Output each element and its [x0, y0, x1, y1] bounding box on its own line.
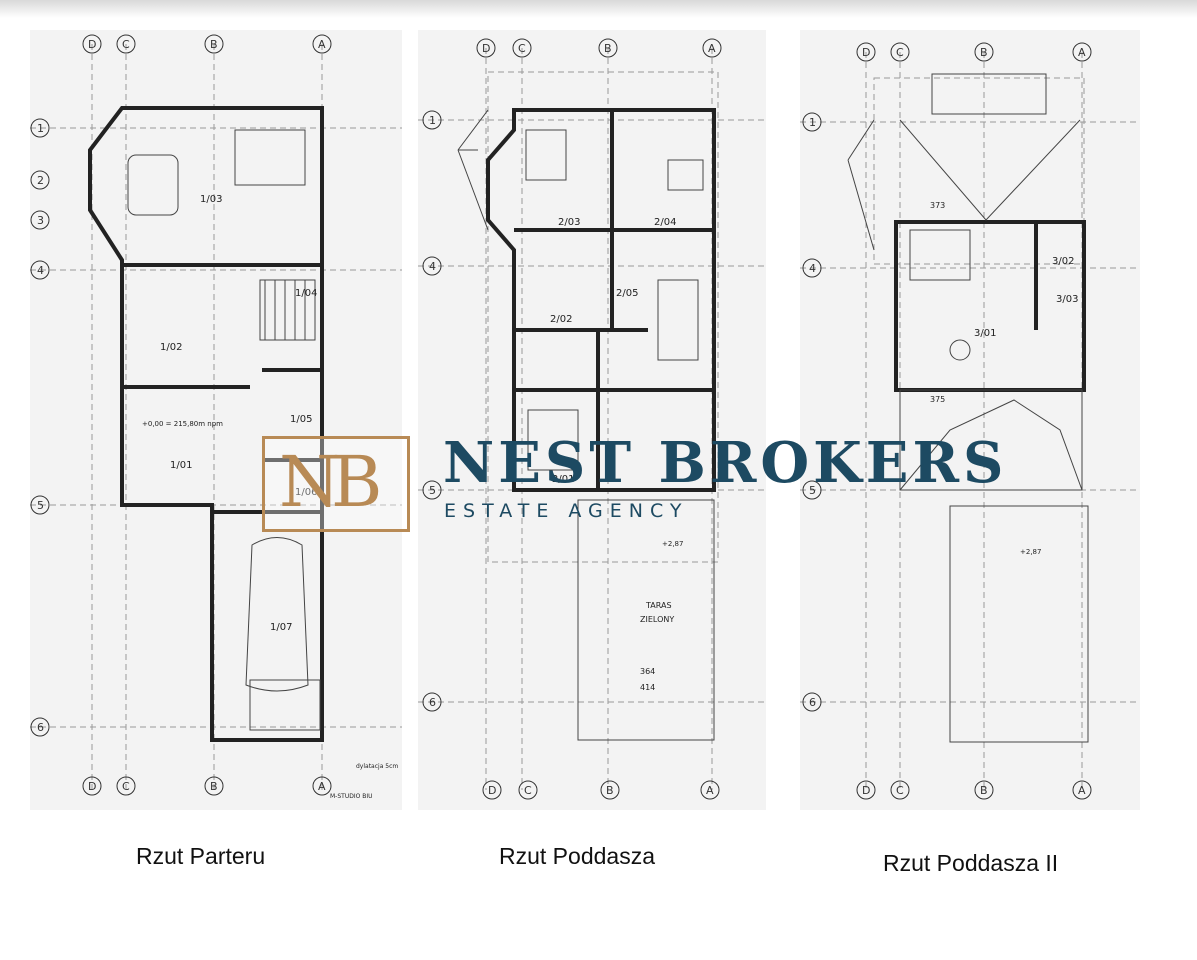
plan-note: +0,00 = 215,80m npm: [142, 420, 223, 428]
axis-label: C: [122, 38, 130, 51]
axis-label: D: [862, 46, 870, 59]
axis-label: C: [518, 42, 526, 55]
axis-label: D: [482, 42, 490, 55]
room-label: 1/04: [295, 288, 317, 299]
brand-name: NEST BROKERS: [443, 430, 1008, 496]
room-label: 3/01: [974, 328, 996, 339]
axis-label: 6: [429, 696, 436, 709]
logo-monogram: N: [279, 441, 341, 523]
room-label: 2/04: [654, 217, 676, 228]
axis-label: 6: [37, 721, 44, 734]
ground-floor-plan: 1/03 1/04 1/02 1/01 1/05 1/06 1/07 +0,00…: [30, 30, 402, 810]
plan-note: 414: [640, 683, 655, 692]
axis-label: 6: [809, 696, 816, 709]
terrace-label: ZIELONY: [640, 615, 674, 624]
axis-label: B: [606, 784, 614, 797]
axis-label: A: [318, 38, 326, 51]
axis-label: 5: [37, 499, 44, 512]
axis-label: 1: [809, 116, 816, 129]
axis-label: D: [488, 784, 496, 797]
axis-label: A: [706, 784, 714, 797]
axis-label: D: [88, 780, 96, 793]
top-shade: [0, 0, 1197, 18]
plan-note: +2,87: [662, 540, 683, 548]
axis-label: B: [210, 38, 218, 51]
axis-label: C: [896, 784, 904, 797]
axis-label: A: [318, 780, 326, 793]
caption-attic: Rzut Poddasza: [499, 843, 655, 869]
room-label: 1/02: [160, 342, 182, 353]
axis-label: C: [122, 780, 130, 793]
axis-label: 1: [37, 122, 44, 135]
room-label: 2/01: [552, 474, 574, 485]
logo-monogram-b: B: [331, 441, 383, 523]
plan-note: M-STUDIO BIU: [330, 793, 373, 800]
nest-brokers-logo: N B: [262, 436, 410, 532]
plan-note: 364: [640, 667, 655, 676]
axis-label: A: [1078, 46, 1086, 59]
room-label: 1/06: [295, 487, 317, 498]
room-label: 3/02: [1052, 256, 1074, 267]
room-label: 3/03: [1056, 294, 1078, 305]
axis-label: D: [88, 38, 96, 51]
axis-label: C: [896, 46, 904, 59]
axis-label: 4: [37, 264, 44, 277]
room-label: 1/05: [290, 414, 312, 425]
plan-note: 375: [930, 395, 945, 404]
axis-label: 5: [809, 484, 816, 497]
caption-ground-floor: Rzut Parteru: [136, 843, 266, 869]
room-label: 2/05: [616, 288, 638, 299]
ground-floor-drawing: 1/03 1/04 1/02 1/01 1/05 1/06 1/07 +0,00…: [30, 34, 402, 800]
room-label: 2/02: [550, 314, 572, 325]
attic-floor-drawing: 2/03 2/04 2/05 2/02 2/01 TARAS ZIELONY +…: [418, 38, 766, 800]
axis-label: A: [708, 42, 716, 55]
attic-ii-floor-drawing: 3/02 3/03 3/01 373 375 +2,87 D C B A D C…: [800, 42, 1140, 800]
axis-label: 4: [809, 262, 816, 275]
room-label: 1/07: [270, 622, 292, 633]
axis-label: D: [862, 784, 870, 797]
axis-label: 1: [429, 114, 436, 127]
axis-label: 3: [37, 214, 44, 227]
room-label: 1/03: [200, 194, 222, 205]
axis-label: A: [1078, 784, 1086, 797]
axis-label: 5: [429, 484, 436, 497]
plan-note: +2,87: [1020, 548, 1041, 556]
plan-note: 373: [930, 201, 945, 210]
axis-label: B: [980, 784, 988, 797]
attic-ii-floor-plan: 3/02 3/03 3/01 373 375 +2,87 D C B A D C…: [800, 30, 1140, 810]
axis-label: 2: [37, 174, 44, 187]
room-label: 1/01: [170, 460, 192, 471]
axis-label: 4: [429, 260, 436, 273]
caption-attic-ii: Rzut Poddasza II: [883, 850, 1059, 876]
plan-note: dylatacja 5cm: [356, 763, 398, 770]
axis-label: B: [604, 42, 612, 55]
terrace-label: TARAS: [645, 601, 672, 610]
room-label: 2/03: [558, 217, 580, 228]
axis-label: C: [524, 784, 532, 797]
brand-tagline: ESTATE AGENCY: [444, 500, 689, 522]
attic-floor-plan: 2/03 2/04 2/05 2/02 2/01 TARAS ZIELONY +…: [418, 30, 766, 810]
axis-label: B: [210, 780, 218, 793]
axis-label: B: [980, 46, 988, 59]
